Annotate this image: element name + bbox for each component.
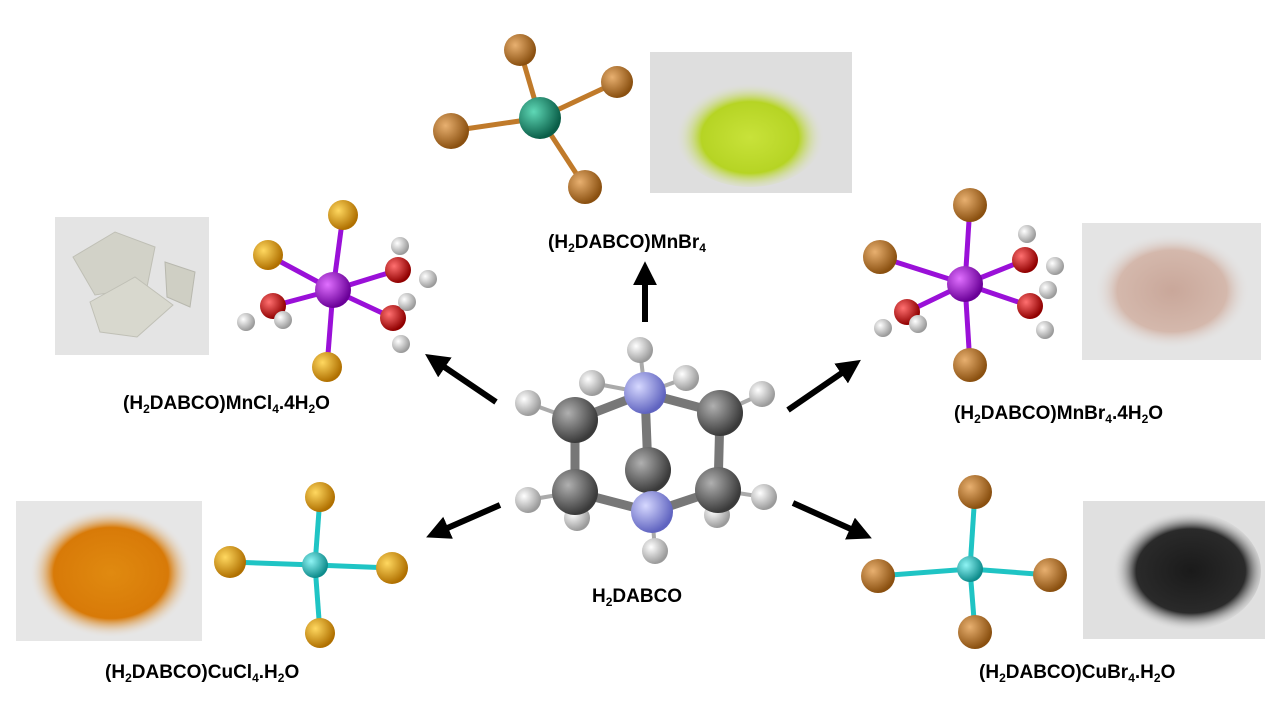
photo-cubr4-h2o	[1083, 501, 1265, 639]
label-mnbr4-4h2o: (H2DABCO)MnBr4.4H2O	[954, 403, 1164, 426]
photo-cucl4-h2o	[16, 501, 202, 641]
arrow-to-mncl4-4h2o	[425, 353, 498, 405]
label-mnbr4: (H2DABCO)MnBr4	[548, 232, 706, 255]
label-cubr4-h2o: (H2DABCO)CuBr4.H2O	[979, 662, 1176, 685]
photo-mnbr4-4h2o	[1082, 223, 1261, 360]
arrow-to-cubr4-h2o	[791, 500, 872, 540]
label-cucl4-h2o: (H2DABCO)CuCl4.H2O	[105, 662, 300, 685]
label-h2dabco: H2DABCO	[592, 586, 683, 609]
molecule-cucl4-h2o	[214, 482, 408, 648]
photo-mnbr4	[650, 52, 852, 193]
molecule-cubr4-h2o	[861, 475, 1067, 649]
molecule-mnbr4-4h2o	[863, 188, 1064, 382]
arrow-to-mnbr4-4h2o	[786, 359, 861, 413]
molecule-h2dabco	[515, 337, 777, 564]
label-mncl4-4h2o: (H2DABCO)MnCl4.4H2O	[123, 393, 330, 416]
molecule-mnbr4	[433, 34, 633, 204]
arrow-to-cucl4-h2o	[426, 502, 502, 539]
photo-mncl4-4h2o	[55, 217, 209, 355]
molecule-mncl4-4h2o	[237, 200, 437, 382]
